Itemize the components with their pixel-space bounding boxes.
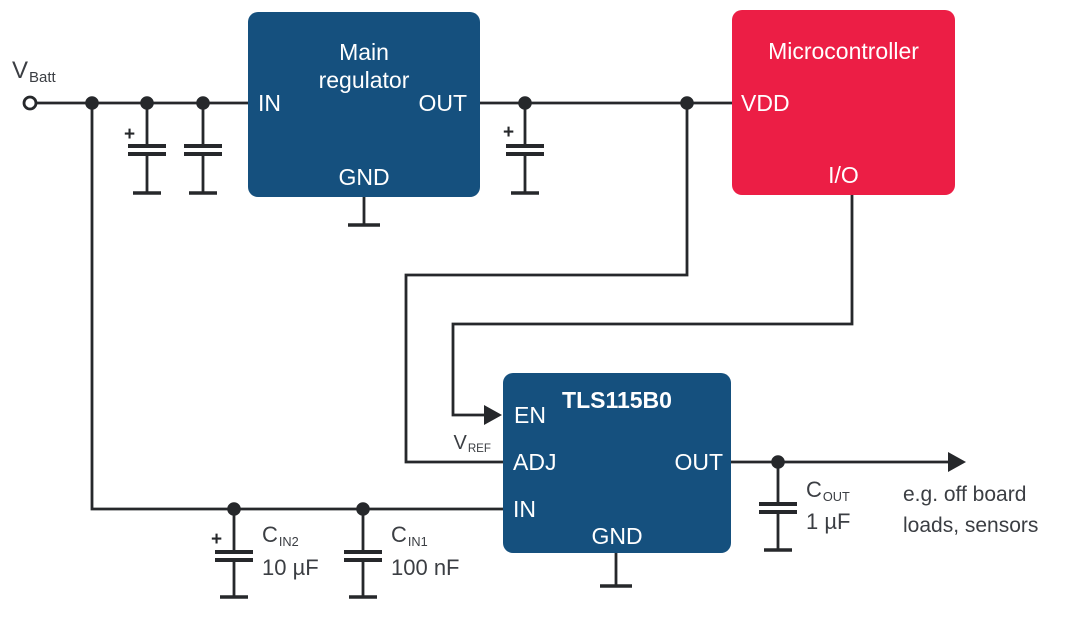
- capacitor-input1-plates: [128, 144, 166, 156]
- wire-vdd-to-adj: [404, 103, 689, 464]
- cin2-label: CIN2: [262, 522, 299, 549]
- junction-dot: [196, 96, 210, 110]
- junction-dot: [227, 502, 241, 516]
- tls115b0-block: TLS115B0 EN ADJ IN OUT GND: [503, 373, 731, 553]
- load-note-line2: loads, sensors: [903, 514, 1039, 537]
- polarity-plus-icon: +: [211, 529, 223, 550]
- arrowhead-load: [948, 452, 966, 472]
- cin1-value: 100 nF: [391, 555, 460, 580]
- junction-dot: [771, 455, 785, 469]
- capacitor-cout-plates: [759, 502, 797, 514]
- capacitor-cin2-plates: [215, 550, 253, 562]
- main-regulator-block: Main regulator IN OUT GND: [248, 12, 480, 197]
- pin-label-adj: ADJ: [513, 449, 557, 475]
- polarity-plus-icon: +: [124, 124, 136, 145]
- pin-label-gnd: GND: [338, 164, 390, 190]
- cin2-value: 10 µF: [262, 555, 319, 580]
- junction-dot: [85, 96, 99, 110]
- pin-label-vdd: VDD: [741, 90, 790, 116]
- capacitor-out-main-plates: [506, 144, 544, 156]
- vbatt-label: VBatt: [12, 57, 56, 87]
- junction-dot: [518, 96, 532, 110]
- tls115b0-title: TLS115B0: [562, 387, 672, 413]
- pin-label-en: EN: [514, 402, 546, 428]
- microcontroller-title: Microcontroller: [768, 38, 919, 64]
- junction-dot: [140, 96, 154, 110]
- polarity-plus-icon: +: [503, 122, 515, 143]
- pin-label-in: IN: [513, 496, 536, 522]
- pin-label-out: OUT: [418, 90, 467, 116]
- vbatt-terminal-circle: [22, 95, 38, 111]
- pin-label-in: IN: [258, 90, 281, 116]
- capacitor-cin1-plates: [344, 550, 382, 562]
- main-regulator-title: Main regulator: [318, 39, 410, 93]
- cout-value: 1 µF: [806, 509, 851, 534]
- pin-label-gnd: GND: [591, 523, 643, 549]
- capacitor-input2-plates: [184, 144, 222, 156]
- junction-dot: [680, 96, 694, 110]
- load-note: e.g. off board loads, sensors: [903, 479, 1038, 541]
- cin1-label: CIN1: [391, 522, 428, 549]
- load-note-line1: e.g. off board: [903, 483, 1027, 506]
- pin-label-out: OUT: [674, 449, 723, 475]
- arrowhead-en: [484, 405, 502, 425]
- pin-label-io: I/O: [828, 162, 859, 188]
- microcontroller-block: Microcontroller VDD I/O: [732, 10, 955, 195]
- vref-label: VREF: [453, 432, 491, 456]
- wire-io-to-en: [451, 195, 854, 417]
- cout-label: COUT: [806, 477, 850, 504]
- junction-dot: [356, 502, 370, 516]
